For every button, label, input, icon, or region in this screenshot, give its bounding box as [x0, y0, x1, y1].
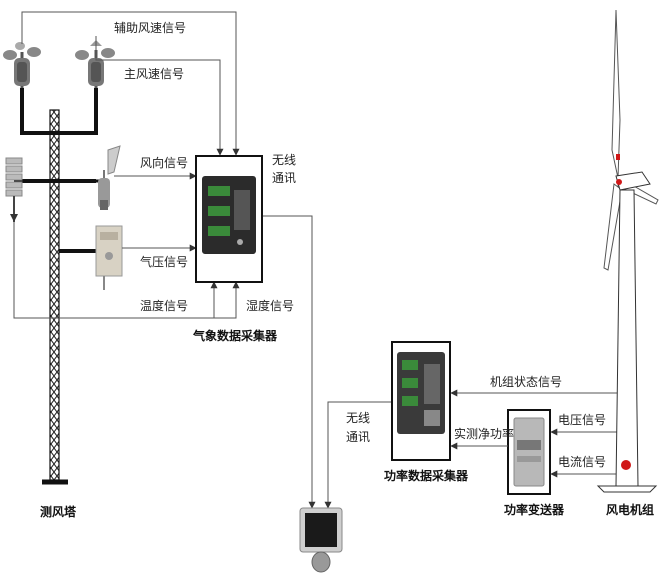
weather-logger-label: 气象数据采集器: [192, 328, 278, 343]
aux-wind-speed-label: 辅助风速信号: [114, 21, 186, 35]
aux-anemometer-icon: [3, 42, 41, 88]
net-power-label: 实测净功率: [454, 426, 514, 441]
current-label: 电流信号: [558, 455, 606, 469]
wireless-label-1b: 通讯: [272, 171, 296, 185]
temperature-sensor-icon: [5, 157, 23, 222]
main-wind-speed-label: 主风速信号: [124, 67, 184, 81]
pressure-sensor-icon: [95, 225, 123, 290]
power-transmitter-label: 功率变送器: [504, 502, 565, 517]
pressure-label: 气压信号: [140, 254, 188, 269]
turbine-label: 风电机组: [606, 502, 654, 517]
unit-status-label: 机组状态信号: [490, 375, 562, 389]
wind-turbine-icon: [596, 9, 659, 493]
wind-direction-label: 风向信号: [140, 155, 188, 170]
main-anemometer-icon: [75, 40, 115, 88]
weather-signal-wires: [13, 11, 392, 509]
voltage-label: 电压信号: [558, 413, 606, 427]
tower-label: 测风塔: [40, 504, 77, 519]
weather-data-logger: [195, 155, 263, 283]
wireless-label-2b: 通讯: [346, 430, 370, 444]
humidity-label: 湿度信号: [246, 298, 294, 313]
monitor-terminal-icon: [299, 507, 343, 573]
wind-vane-icon: [96, 145, 121, 210]
power-logger-label: 功率数据采集器: [384, 468, 469, 483]
wireless-label-2a: 无线: [346, 411, 370, 425]
wireless-label-1a: 无线: [272, 153, 296, 167]
temperature-label: 温度信号: [140, 298, 188, 313]
power-transmitter: [507, 409, 551, 495]
power-signal-wires: [450, 389, 620, 478]
measurement-tower: [14, 88, 98, 485]
power-data-logger: [391, 341, 451, 461]
